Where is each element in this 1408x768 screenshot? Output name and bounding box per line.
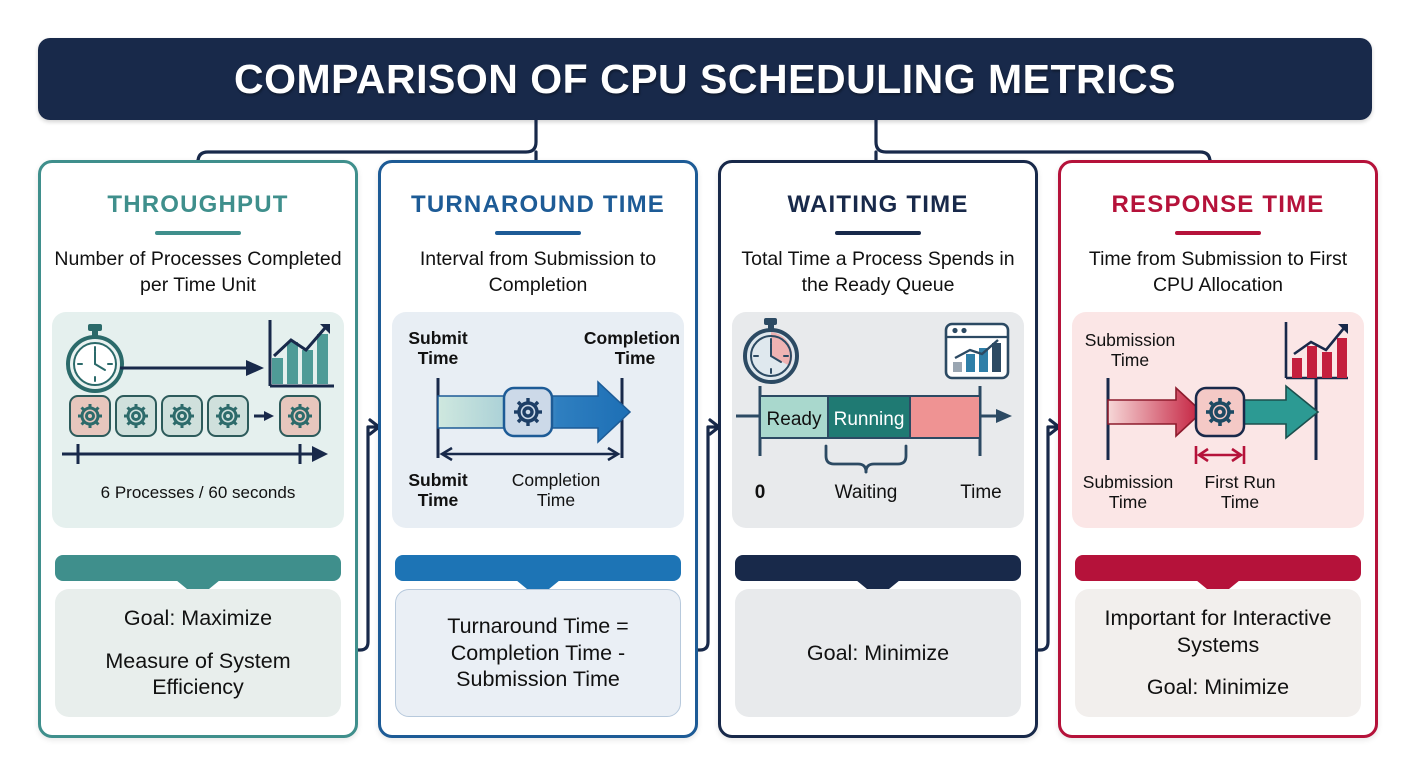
svg-text:Time: Time [537,490,575,510]
segment-label-running: Running [834,409,905,430]
ribbon-response-time [1075,555,1361,598]
svg-text:Time: Time [1221,492,1259,512]
title-rule [835,231,921,235]
ribbon-turnaround-time [395,555,681,598]
brace-icon [824,445,908,474]
axis-start-label: 0 [755,482,766,503]
card-throughput[interactable]: THROUGHPUT Number of Processes Completed… [38,160,358,738]
card-waiting-time[interactable]: WAITING TIME Total Time a Process Spends… [718,160,1038,738]
gear-icon [502,387,554,438]
card-turnaround-time[interactable]: TURNAROUND TIME Interval from Submission… [378,160,698,738]
footer-waiting-time: Goal: Minimize [735,589,1021,717]
measure-arrow-icon [439,447,621,462]
illustration-turnaround-time: Submit Time Completion Time [392,312,684,529]
bar-chart-trend-icon [1284,322,1348,380]
title-rule [155,231,241,235]
title-rule [495,231,581,235]
brace-label: Waiting [835,482,898,503]
stopwatch-icon [66,324,124,394]
ribbon-waiting-time [735,555,1021,598]
page-title: COMPARISON OF CPU SCHEDULING METRICS [233,55,1177,102]
segment-label-ready: Ready [767,409,822,430]
gear-icon [78,404,312,429]
card-description-response-time: Time from Submission to First CPU Alloca… [1088,248,1348,296]
card-description-throughput: Number of Processes Completed per Time U… [54,248,342,296]
illustration-response-time: Submission Time [1072,312,1364,529]
card-title-turnaround-time: TURNAROUND TIME [411,191,665,218]
card-description-waiting-time: Total Time a Process Spends in the Ready… [741,248,1015,296]
label-submit-time-bottom: Submit [408,470,467,490]
gear-icon [1194,387,1246,438]
stopwatch-icon [743,318,799,385]
gantt-bar: Ready Running [736,386,1012,457]
arrow-right-icon [1107,386,1204,439]
svg-text:Time: Time [418,348,459,368]
svg-text:Time: Time [418,490,459,510]
footer-throughput: Goal: Maximize Measure of System Efficie… [55,589,341,717]
arrow-right-icon [1235,384,1320,441]
card-title-throughput: THROUGHPUT [107,191,289,218]
label-submit-time-top: Submit [408,328,467,348]
footer-response-time: Important for Interactive Systems Goal: … [1075,589,1361,717]
footer-line: Goal: Minimize [1146,675,1290,700]
chart-window-icon [944,323,1010,380]
card-description-turnaround-time: Interval from Submission to Completion [419,248,657,296]
footer-line: Goal: Maximize [123,605,273,630]
axis-end-label: Time [960,482,1002,503]
label-submission-time-top: Submission [1085,330,1175,350]
footer-turnaround-time: Turnaround Time = Completion Time - Subm… [395,589,681,717]
bar-chart-trend-icon [268,320,334,388]
title-rule [1175,231,1261,235]
label-first-run-time: First Run [1205,472,1276,492]
timeline-axis [62,444,328,465]
card-response-time[interactable]: RESPONSE TIME Time from Submission to Fi… [1058,160,1378,738]
card-title-waiting-time: WAITING TIME [787,191,969,218]
card-title-response-time: RESPONSE TIME [1111,191,1325,218]
footer-line: Turnaround Time = Completion Time - Subm… [447,613,629,692]
illustration-throughput: 6 Processes / 60 seconds [52,312,344,529]
label-submission-time-bottom: Submission [1083,472,1173,492]
ribbon-throughput [55,555,341,598]
footer-line: Important for Interactive Systems [1104,605,1332,657]
illustration-waiting-time: Ready Running 0 Waiting Time [732,312,1024,529]
throughput-caption: 6 Processes / 60 seconds [101,483,296,502]
process-tiles [69,395,321,438]
double-arrow-measure-icon [1194,446,1246,465]
label-completion-time-top: Completion [584,328,680,348]
svg-text:Time: Time [1109,492,1147,512]
footer-line: Measure of System Efficiency [105,648,291,700]
footer-line: Goal: Minimize [806,640,950,665]
diagram-title-bar: COMPARISON OF CPU SCHEDULING METRICS [38,38,1372,120]
label-completion-time-bottom: Completion [512,470,601,490]
arrow-right-icon [120,360,264,377]
svg-text:Time: Time [615,348,656,368]
svg-text:Time: Time [1111,350,1149,370]
